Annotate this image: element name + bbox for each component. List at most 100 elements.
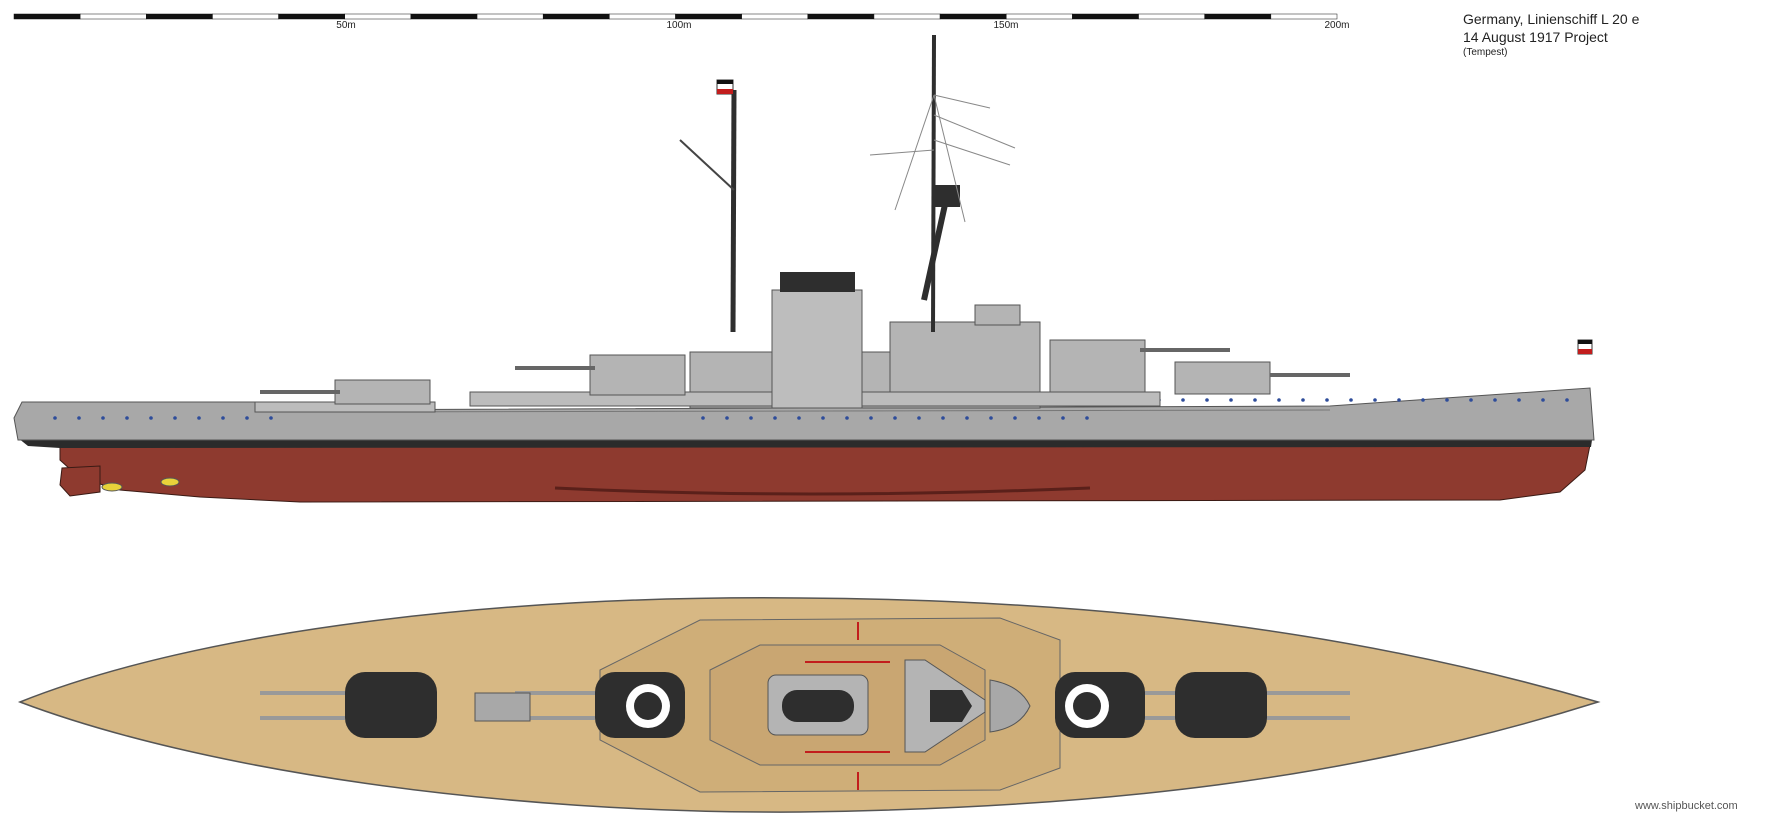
porthole — [1445, 398, 1449, 402]
turret-d-side — [334, 379, 431, 405]
scale-segment — [79, 13, 147, 20]
watermark: www.shipbucket.com — [1635, 800, 1738, 812]
scale-segment — [146, 13, 213, 20]
porthole — [1253, 398, 1257, 402]
porthole — [1301, 398, 1305, 402]
porthole — [1205, 398, 1209, 402]
red-lines — [805, 622, 890, 790]
plan-view — [17, 597, 1601, 813]
masts — [679, 34, 1593, 355]
funnel-plan — [767, 674, 869, 736]
porthole — [941, 416, 945, 420]
drawing-caption: Germany, Linienschiff L 20 e 14 August 1… — [1463, 10, 1639, 60]
propeller-2 — [160, 477, 180, 487]
side-profile — [13, 34, 1595, 503]
porthole — [101, 416, 105, 420]
funnel-cap — [780, 272, 855, 292]
turret-a-plan — [1175, 672, 1267, 738]
porthole — [1061, 416, 1065, 420]
porthole — [1229, 398, 1233, 402]
turret-a-side — [1174, 361, 1271, 395]
scale-segment — [410, 13, 478, 20]
porthole — [269, 416, 273, 420]
porthole — [797, 416, 801, 420]
turret-b-side — [1049, 339, 1146, 393]
scale-segment — [1072, 13, 1139, 20]
porthole — [845, 416, 849, 420]
scale-segment — [741, 13, 809, 20]
porthole — [701, 416, 705, 420]
porthole — [1325, 398, 1329, 402]
turrets-plan — [260, 672, 1350, 738]
bridge-block — [889, 321, 1041, 393]
porthole — [1277, 398, 1281, 402]
scale-segment — [212, 13, 279, 20]
bilge-keel — [554, 486, 1091, 496]
caption-date: 14 August 1917 Project — [1463, 29, 1608, 45]
scale-segment — [1138, 13, 1205, 20]
porthole — [149, 416, 153, 420]
scale-segment — [1270, 13, 1338, 20]
scale-segment — [13, 13, 81, 20]
scale-label-150m: 150m — [993, 20, 1019, 31]
rudder — [59, 465, 101, 497]
porthole — [173, 416, 177, 420]
porthole — [821, 416, 825, 420]
scale-segment — [609, 13, 676, 20]
porthole — [917, 416, 921, 420]
porthole — [869, 416, 873, 420]
porthole — [989, 416, 993, 420]
scale-segment — [807, 13, 875, 20]
porthole — [77, 416, 81, 420]
porthole — [197, 416, 201, 420]
caption-title: Germany, Linienschiff L 20 e — [1463, 11, 1640, 27]
porthole — [1013, 416, 1017, 420]
porthole — [1541, 398, 1545, 402]
porthole — [1085, 416, 1089, 420]
porthole — [125, 416, 129, 420]
scale-segment — [939, 13, 1007, 20]
porthole — [1421, 398, 1425, 402]
porthole — [725, 416, 729, 420]
scale-segment — [873, 13, 941, 20]
scale-segment — [1006, 13, 1073, 20]
porthole — [1517, 398, 1521, 402]
porthole — [245, 416, 249, 420]
porthole — [773, 416, 777, 420]
porthole — [1181, 398, 1185, 402]
scale-label-200m: 200m — [1324, 20, 1350, 31]
funnel — [771, 289, 863, 409]
bridge-plan — [904, 659, 1031, 753]
turrets-side — [260, 339, 1350, 405]
caption-author: (Tempest) — [1463, 47, 1508, 58]
foretop — [932, 185, 960, 207]
porthole — [221, 416, 225, 420]
conning-tower — [974, 304, 1021, 326]
turret-c-side — [589, 354, 686, 396]
propeller — [101, 482, 123, 492]
porthole — [1565, 398, 1569, 402]
porthole — [1037, 416, 1041, 420]
porthole — [893, 416, 897, 420]
porthole — [965, 416, 969, 420]
scale-segment — [675, 13, 742, 20]
scale-segment — [476, 13, 544, 20]
scale-segment — [1204, 13, 1272, 20]
porthole — [53, 416, 57, 420]
scale-segment — [344, 13, 412, 20]
porthole — [1397, 398, 1401, 402]
porthole — [1349, 398, 1353, 402]
scale-label-100m: 100m — [666, 20, 692, 31]
porthole — [1493, 398, 1497, 402]
porthole — [1373, 398, 1377, 402]
scale-bar — [13, 13, 1338, 20]
porthole — [749, 416, 753, 420]
scale-segment — [278, 13, 346, 20]
porthole — [1469, 398, 1473, 402]
scale-label-50m: 50m — [336, 20, 356, 31]
deckhouse-aft-plan — [474, 692, 531, 722]
scale-segment — [542, 13, 610, 20]
turret-d-plan — [345, 672, 437, 738]
